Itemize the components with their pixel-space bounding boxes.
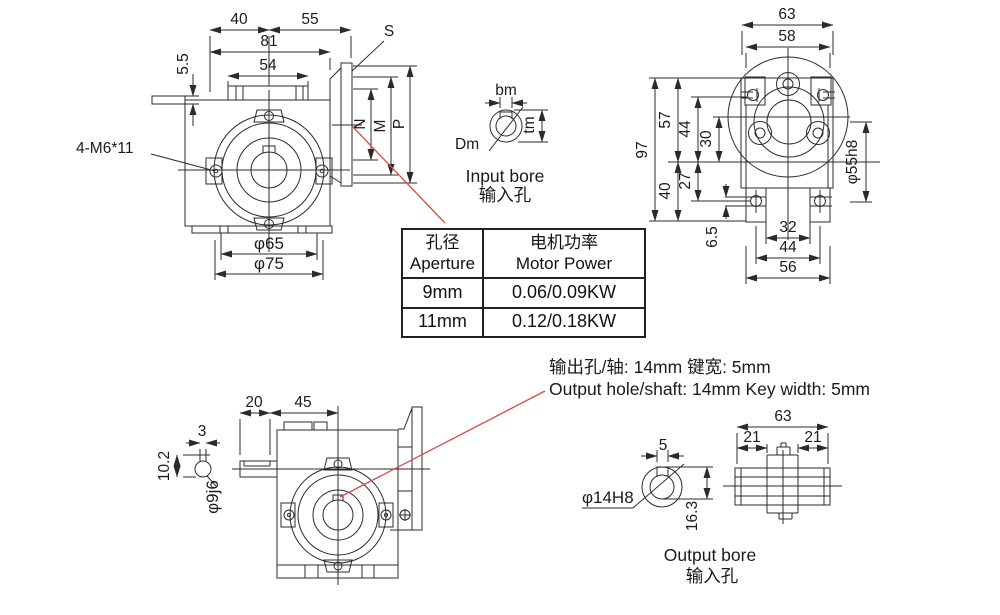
dia-75: φ75 <box>254 254 284 273</box>
header-aperture: 孔径 Aperture <box>403 230 482 277</box>
dim-21-right: 21 <box>804 429 821 446</box>
bolt-note: 4-M6*11 <box>76 140 133 157</box>
gearbox-bottom-side-view <box>232 406 430 585</box>
dim-21-left: 21 <box>743 429 760 446</box>
dim-44-upper: 44 <box>677 120 694 138</box>
input-bore-circle <box>766 99 812 145</box>
input-shaft-section <box>194 460 212 478</box>
dim-3: 3 <box>198 423 207 440</box>
input-bore-caption-en: Input bore <box>466 166 545 186</box>
dim-27: 27 <box>677 172 694 189</box>
output-note-en: Output hole/shaft: 14mm Key width: 5mm <box>549 379 870 399</box>
dim-55: 55 <box>301 11 318 28</box>
motor-flange-plate <box>411 406 423 531</box>
dim-44-lower: 44 <box>779 239 797 256</box>
gearbox-front-view <box>151 62 362 252</box>
output-shaft-view <box>723 442 842 524</box>
dim-10-2: 10.2 <box>156 451 173 481</box>
dim-16-3: 16.3 <box>684 501 701 531</box>
output-note-cn: 输出孔/轴: 14mm 键宽: 5mm <box>549 357 771 377</box>
side-view-dimensions: 63 58 97 57 40 44 27 30 6.5 32 44 56 φ55… <box>634 6 872 284</box>
dim-40: 40 <box>230 11 248 28</box>
cell-power: 0.12/0.18KW <box>482 308 644 336</box>
dia-14h8: φ14H8 <box>582 488 634 507</box>
output-bore-caption-en: Output bore <box>664 545 756 565</box>
dim-bm: bm <box>495 82 517 99</box>
output-shaft-dimensions: 63 21 21 <box>736 408 829 464</box>
input-bore-detail: bm tm Dm Input bore 输入孔 <box>455 82 548 205</box>
table-row: 9mm 0.06/0.09KW <box>403 277 644 307</box>
dim-32: 32 <box>779 219 796 236</box>
header-motor-power-en: Motor Power <box>515 253 613 273</box>
header-motor-power: 电机功率 Motor Power <box>482 230 644 277</box>
dim-30: 30 <box>698 130 715 148</box>
gearbox-side-view <box>668 48 880 240</box>
leader-to-table <box>351 125 446 224</box>
motor-pilot-circle <box>753 86 825 158</box>
bottom-view-dimensions: 20 45 3 10.2 φ9j6 <box>156 394 339 514</box>
dim-p: P <box>391 119 408 129</box>
table-row: 11mm 0.12/0.18KW <box>403 306 644 336</box>
input-bore-caption-cn: 输入孔 <box>479 185 532 205</box>
dim-57: 57 <box>657 111 674 128</box>
dim-63-shaft: 63 <box>774 408 791 425</box>
cell-aperture: 11mm <box>418 311 467 332</box>
dim-45: 45 <box>294 394 311 411</box>
cell-aperture: 9mm <box>422 281 463 302</box>
dim-97: 97 <box>634 141 651 158</box>
output-bore-keyway <box>656 466 669 477</box>
dim-n: N <box>352 118 369 129</box>
table-header-row: 孔径 Aperture 电机功率 Motor Power <box>403 230 644 277</box>
output-bore-detail: 5 φ14H8 16.3 Output bore 输入孔 <box>582 437 756 586</box>
input-keyway <box>499 111 513 119</box>
dim-20: 20 <box>245 394 263 411</box>
motor-power-table: 孔径 Aperture 电机功率 Motor Power 9mm 0.06/0.… <box>401 228 646 338</box>
dim-tm: tm <box>521 116 538 133</box>
dim-5-5: 5.5 <box>175 53 192 75</box>
dia-55h8: φ55h8 <box>844 140 861 185</box>
dia-9j6: φ9j6 <box>203 480 222 514</box>
dim-6-5: 6.5 <box>704 226 721 248</box>
header-aperture-en: Aperture <box>409 253 476 273</box>
dim-54: 54 <box>259 57 277 74</box>
output-note: 输出孔/轴: 14mm 键宽: 5mm Output hole/shaft: 1… <box>549 357 870 399</box>
dim-56: 56 <box>779 259 796 276</box>
front-view-dimensions: 40 55 81 54 5.5 4-M6*11 S N M P φ65 φ75 <box>76 11 417 280</box>
dia-65: φ65 <box>254 234 284 253</box>
dim-63: 63 <box>778 6 795 23</box>
dim-5: 5 <box>659 437 668 454</box>
output-bore-caption-cn: 输入孔 <box>686 566 739 586</box>
header-aperture-cn: 孔径 <box>425 232 460 252</box>
dim-40-side: 40 <box>657 182 674 200</box>
dim-81: 81 <box>260 33 277 50</box>
leader-to-output-note <box>339 390 546 498</box>
s-label: S <box>384 23 394 40</box>
dim-58: 58 <box>778 28 795 45</box>
dim-m: M <box>372 120 389 133</box>
header-motor-power-cn: 电机功率 <box>530 232 598 252</box>
dim-dm: Dm <box>455 136 479 153</box>
cell-power: 0.06/0.09KW <box>482 279 644 307</box>
